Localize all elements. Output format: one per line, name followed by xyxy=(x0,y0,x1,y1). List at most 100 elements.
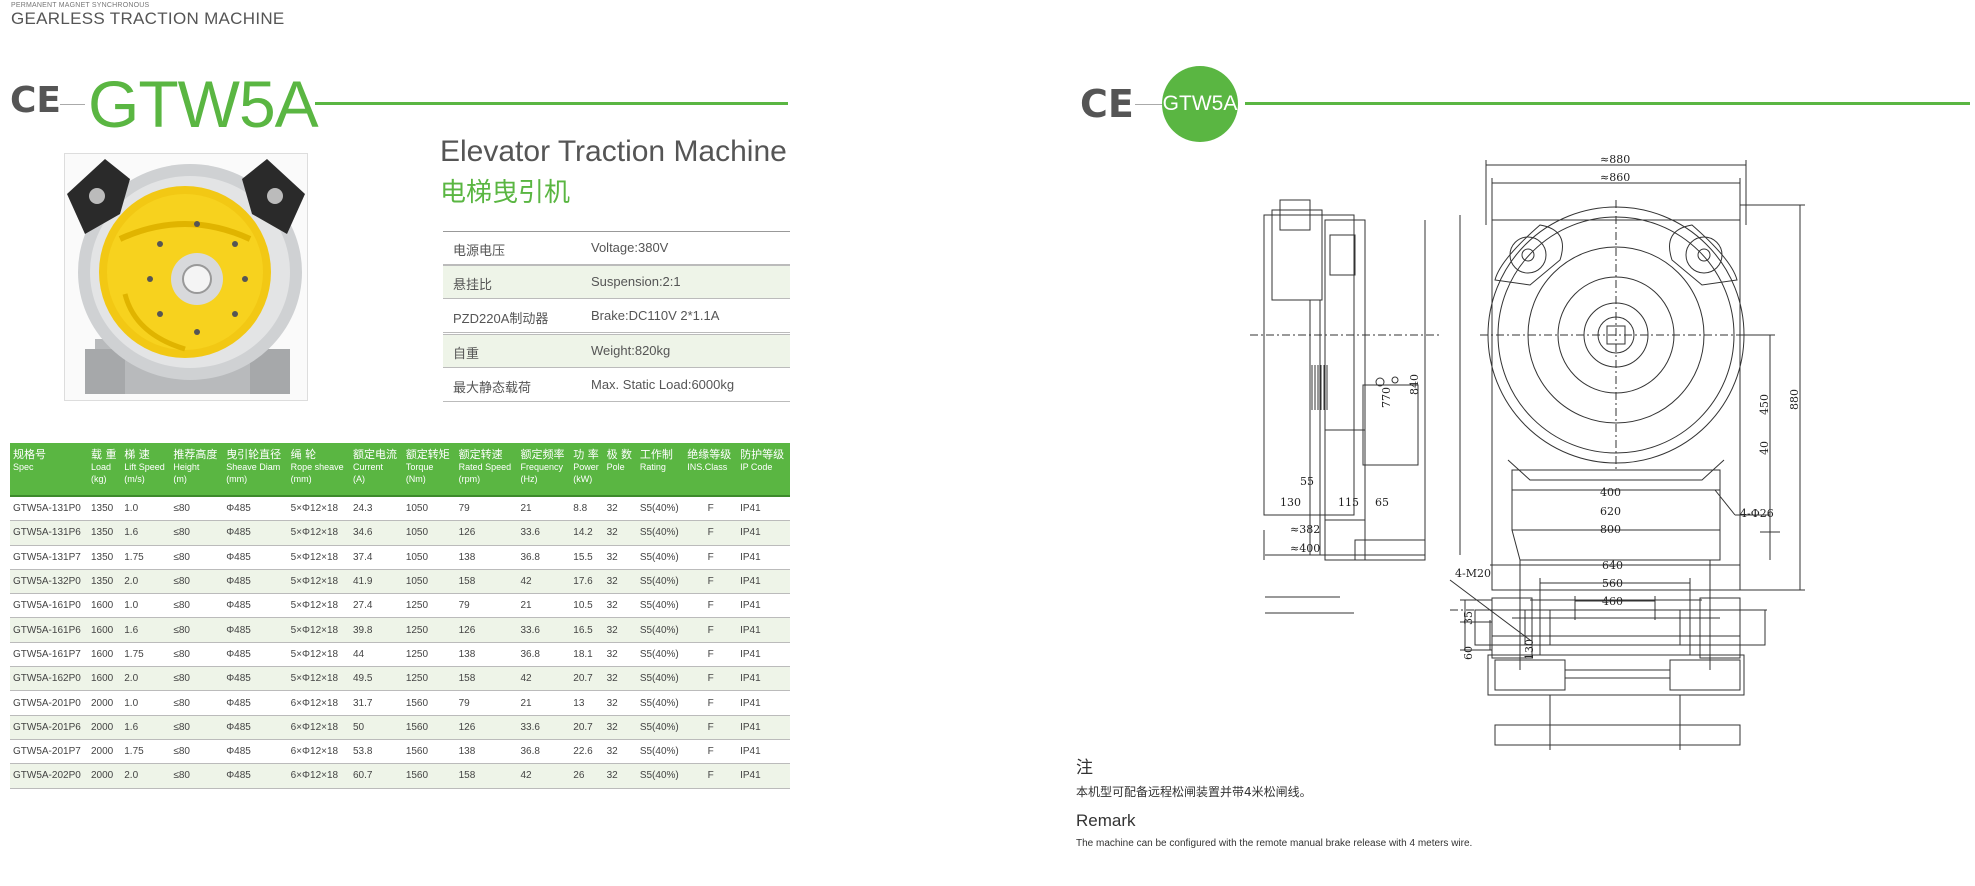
table-cell: 2000 xyxy=(87,763,122,789)
spec-value: Max. Static Load:6000kg xyxy=(591,377,735,392)
table-cell: Φ485 xyxy=(223,690,288,716)
table-cell: 126 xyxy=(455,715,518,740)
table-cell: 1350 xyxy=(87,569,122,595)
header-small: PERMANENT MAGNET SYNCHRONOUS xyxy=(11,2,150,9)
table-cell: IP41 xyxy=(737,617,790,643)
header-cn: 推荐高度 xyxy=(173,448,218,461)
dim-880: ≈880 xyxy=(1600,153,1630,166)
table-cell: 50 xyxy=(350,715,403,740)
table-cell: 42 xyxy=(517,569,571,595)
header-unit: (m/s) xyxy=(124,474,145,484)
dim-55: 55 xyxy=(1300,475,1314,488)
table-cell: F xyxy=(684,763,738,789)
table-cell: 32 xyxy=(603,715,637,740)
table-cell: ≤80 xyxy=(170,496,224,522)
table-cell: GTW5A-162P0 xyxy=(10,666,88,692)
dim-60: 60 xyxy=(1462,646,1475,660)
table-cell: 79 xyxy=(455,690,518,716)
table-cell: 21 xyxy=(517,593,571,619)
technical-drawing: ≈880 ≈860 840 770 880 450 40 55 130 115 … xyxy=(1250,153,1805,750)
table-cell: 32 xyxy=(603,617,637,643)
table-cell: 2.0 xyxy=(121,666,171,692)
spec-row: 自重 Weight:820kg xyxy=(443,334,790,368)
header-cn: 功 率 xyxy=(573,448,599,461)
table-cell: ≤80 xyxy=(170,690,224,716)
table-cell: 79 xyxy=(455,593,518,619)
table-cell: GTW5A-131P0 xyxy=(10,496,88,522)
ce-divider xyxy=(60,104,85,105)
table-cell: 1050 xyxy=(402,496,456,522)
header-en: INS.Class xyxy=(687,462,728,472)
table-cell: S5(40%) xyxy=(636,496,685,522)
header-en: Rated Speed xyxy=(458,462,512,472)
table-cell: IP41 xyxy=(737,690,790,716)
header-en: Height xyxy=(173,462,200,472)
table-cell: Φ485 xyxy=(223,569,288,595)
dim-620: 620 xyxy=(1600,505,1621,518)
spec-key: 最大静态载荷 xyxy=(453,380,532,395)
table-cell: 1560 xyxy=(402,763,456,789)
table-cell: IP41 xyxy=(737,642,790,668)
model-title: GTW5A xyxy=(88,67,319,141)
table-cell: 18.1 xyxy=(570,642,604,668)
table-cell: 79 xyxy=(455,496,518,522)
remark-text: The machine can be configured with the r… xyxy=(1076,838,1473,849)
table-cell: Φ485 xyxy=(223,617,288,643)
ce-divider-right xyxy=(1135,104,1163,105)
table-cell: IP41 xyxy=(737,593,790,619)
header-unit: (Hz) xyxy=(520,474,538,484)
table-cell: 1.6 xyxy=(121,520,171,546)
table-cell: ≤80 xyxy=(170,642,224,668)
table-cell: 138 xyxy=(455,545,518,570)
table-cell: 5×Φ12×18 xyxy=(287,617,350,643)
table-cell: S5(40%) xyxy=(636,763,685,789)
spec-value: Weight:820kg xyxy=(591,343,671,358)
table-cell: 20.7 xyxy=(570,666,604,692)
table-cell: 1050 xyxy=(402,520,456,546)
table-cell: ≤80 xyxy=(170,715,224,740)
table-cell: 5×Φ12×18 xyxy=(287,666,350,692)
table-cell: ≤80 xyxy=(170,617,224,643)
table-cell: 158 xyxy=(455,666,518,692)
table-cell: 42 xyxy=(517,763,571,789)
table-cell: Φ485 xyxy=(223,520,288,546)
table-cell: 138 xyxy=(455,642,518,668)
table-cell: 37.4 xyxy=(350,545,403,570)
dim-65: 65 xyxy=(1375,496,1389,509)
table-cell: GTW5A-201P6 xyxy=(10,715,88,740)
table-cell: ≤80 xyxy=(170,739,224,765)
header-cn: 防护等级 xyxy=(740,448,785,461)
table-cell: 1.6 xyxy=(121,617,171,643)
table-cell: 2000 xyxy=(87,690,122,716)
spec-key: 自重 xyxy=(453,346,480,361)
table-cell: 26 xyxy=(570,763,604,789)
table-cell: 22.6 xyxy=(570,739,604,765)
dim-840: 840 xyxy=(1408,374,1421,395)
table-cell: 21 xyxy=(517,690,571,716)
table-cell: IP41 xyxy=(737,545,790,570)
table-cell: S5(40%) xyxy=(636,593,685,619)
table-cell: 32 xyxy=(603,763,637,789)
ce-mark: CE xyxy=(10,80,62,121)
table-cell: 1350 xyxy=(87,520,122,546)
table-cell: S5(40%) xyxy=(636,715,685,740)
table-cell: GTW5A-131P6 xyxy=(10,520,88,546)
table-cell: 32 xyxy=(603,569,637,595)
product-photo xyxy=(64,153,308,401)
series-title: GEARLESS TRACTION MACHINE xyxy=(11,9,285,28)
header-en: Pole xyxy=(606,462,625,472)
dim-35: 35 xyxy=(1462,611,1475,625)
table-cell: 6×Φ12×18 xyxy=(287,715,350,740)
